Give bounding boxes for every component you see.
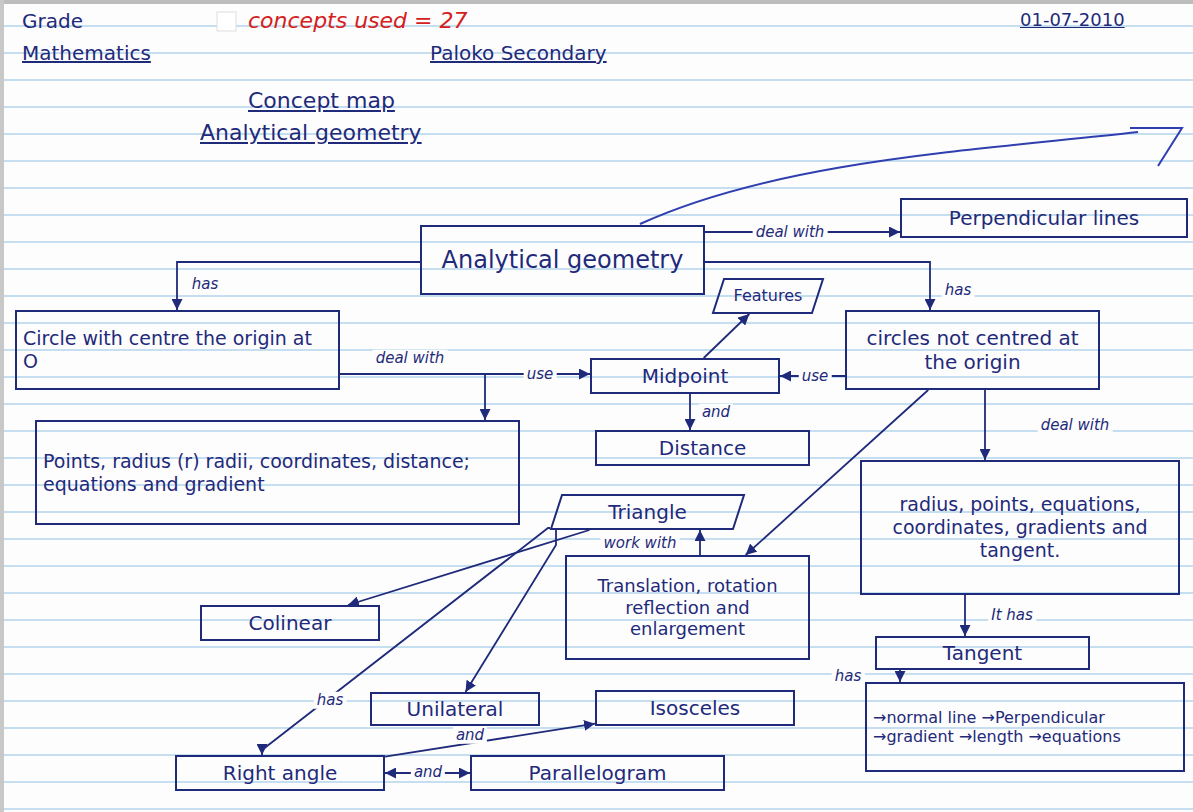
edge-label: has bbox=[189, 276, 222, 293]
concept-box: Unilateral bbox=[370, 692, 540, 726]
connector-arrow bbox=[466, 530, 557, 692]
parallelogram-node: Features bbox=[712, 278, 824, 314]
node-text: Midpoint bbox=[598, 364, 772, 388]
concept-box: Points, radius (r) radii, coordinates, d… bbox=[35, 420, 520, 525]
edge-label: It has bbox=[988, 607, 1036, 624]
concept-box: Isosceles bbox=[595, 690, 795, 726]
node-text: Analytical geometry bbox=[428, 246, 697, 275]
edge-label: has bbox=[942, 282, 975, 299]
edge-label: deal with bbox=[1038, 417, 1113, 434]
map-title: Concept map bbox=[248, 88, 395, 113]
connector-arrow bbox=[385, 724, 595, 757]
connector-arrow bbox=[177, 262, 420, 310]
connector-arrow bbox=[348, 530, 590, 605]
node-text: Perpendicular lines bbox=[908, 206, 1180, 230]
header-label: Mathematics bbox=[22, 42, 151, 65]
concept-box: Colinear bbox=[200, 605, 380, 641]
edge-label: and bbox=[411, 764, 445, 781]
connector-arrow bbox=[262, 528, 550, 755]
concept-box: Circle with centre the origin at O bbox=[15, 310, 340, 390]
edge-label: use bbox=[524, 366, 557, 383]
header-label: Grade bbox=[22, 10, 83, 33]
parallelogram-node: Triangle bbox=[550, 494, 745, 530]
header-label: Analytical geometry bbox=[200, 120, 422, 145]
blanked-box bbox=[217, 12, 236, 31]
edge-label: deal with bbox=[753, 224, 828, 241]
node-text: Triangle bbox=[568, 500, 727, 524]
edge-label: deal with bbox=[373, 350, 448, 367]
concept-box: Analytical geometry bbox=[420, 225, 705, 295]
node-text: radius, points, equations, coordinates, … bbox=[868, 493, 1172, 561]
edge-label: use bbox=[799, 368, 832, 385]
node-text: →normal line →Perpendicular →gradient →l… bbox=[873, 708, 1177, 746]
concept-box: Parallelogram bbox=[470, 755, 725, 791]
edge-label: and bbox=[453, 727, 487, 744]
parallelogram-edge bbox=[551, 495, 744, 529]
connector-arrow bbox=[964, 595, 966, 636]
node-text: Parallelogram bbox=[478, 761, 717, 785]
connector-arrow bbox=[899, 670, 901, 682]
node-text: Unilateral bbox=[378, 697, 532, 721]
node-text: Isosceles bbox=[603, 696, 787, 720]
edge-label: has bbox=[832, 668, 865, 685]
parallelogram-edge bbox=[713, 279, 823, 313]
concept-box: Tangent bbox=[875, 636, 1090, 670]
header-label: Paloko Secondary bbox=[430, 42, 607, 65]
connector-arrow bbox=[705, 262, 930, 310]
edge-label: and bbox=[699, 404, 733, 421]
concept-box: Perpendicular lines bbox=[900, 198, 1188, 238]
node-text: Tangent bbox=[883, 641, 1082, 665]
node-text: circles not centred at the origin bbox=[853, 326, 1092, 374]
connector-arrow bbox=[704, 314, 750, 358]
header-label: 01-07-2010 bbox=[1020, 10, 1125, 31]
scan-edge bbox=[0, 0, 1193, 4]
node-text: Features bbox=[730, 286, 806, 305]
connector-arrow bbox=[689, 394, 691, 430]
concept-box: →normal line →Perpendicular →gradient →l… bbox=[865, 682, 1185, 772]
concept-box: Distance bbox=[595, 430, 810, 466]
concept-box: Right angle bbox=[175, 755, 385, 791]
concept-box: radius, points, equations, coordinates, … bbox=[860, 460, 1180, 595]
scan-edge bbox=[0, 0, 4, 812]
node-text: Translation, rotation reflection and enl… bbox=[573, 575, 802, 640]
connector-arrow bbox=[340, 374, 485, 420]
node-text: Points, radius (r) radii, coordinates, d… bbox=[43, 450, 512, 496]
concept-box: circles not centred at the origin bbox=[845, 310, 1100, 390]
pen-mark bbox=[1130, 128, 1182, 166]
score-note: concepts used = 27 bbox=[248, 8, 468, 33]
edge-label: work with bbox=[601, 535, 680, 552]
edge-label: has bbox=[314, 692, 347, 709]
concept-box: Translation, rotation reflection and enl… bbox=[565, 555, 810, 660]
node-text: Circle with centre the origin at O bbox=[23, 327, 332, 373]
node-text: Distance bbox=[603, 436, 802, 460]
connector-arrow bbox=[984, 390, 986, 460]
node-text: Right angle bbox=[183, 761, 377, 785]
concept-box: Midpoint bbox=[590, 358, 780, 394]
node-text: Colinear bbox=[208, 611, 372, 635]
connector-arrow bbox=[699, 530, 701, 555]
